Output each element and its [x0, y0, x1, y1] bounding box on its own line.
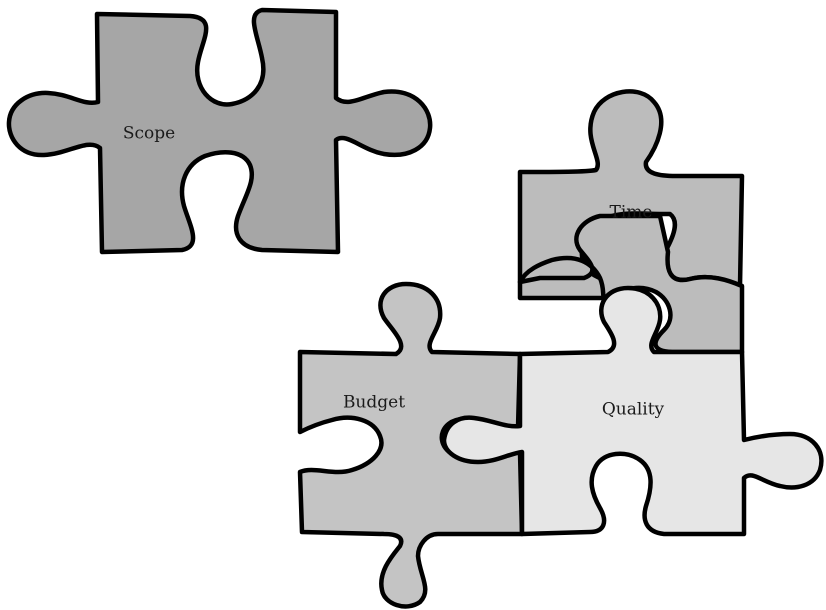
quality-piece: Quality [441, 285, 824, 537]
budget-piece-shape [297, 281, 525, 609]
budget-label: Budget [343, 393, 405, 413]
budget-piece: Budget [297, 281, 525, 609]
quality-label: Quality [602, 400, 665, 420]
time-piece: Time [517, 89, 745, 355]
scope-piece-shape [6, 7, 433, 255]
scope-label: Scope [123, 124, 175, 144]
time-piece-lower-shape [517, 213, 745, 355]
time-label: Time [610, 203, 653, 223]
quality-piece-shape [441, 285, 824, 537]
scope-piece: Scope [6, 7, 433, 255]
